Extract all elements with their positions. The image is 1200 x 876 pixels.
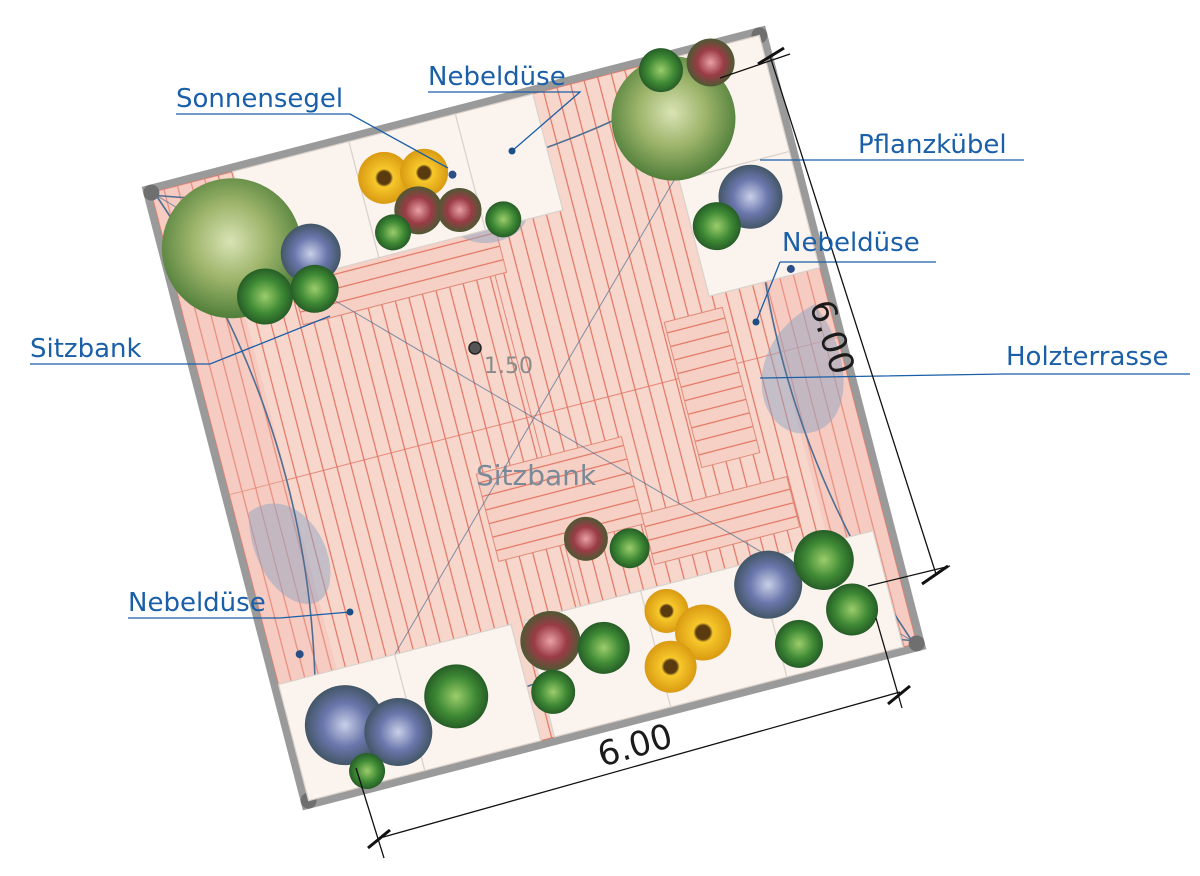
height-marker-icon — [468, 341, 482, 355]
bench-right — [663, 306, 761, 469]
label-sitzbank-left: Sitzbank — [30, 334, 142, 364]
leader-lines — [30, 91, 1190, 619]
dimension-lines — [355, 53, 951, 859]
label-sonnensegel: Sonnensegel — [176, 84, 344, 114]
label-sitzbank-center: Sitzbank — [476, 459, 597, 492]
label-pflanzkuebel: Pflanzkübel — [858, 130, 1007, 160]
plants — [161, 38, 879, 790]
label-nebelduese-top: Nebeldüse — [428, 62, 566, 92]
leader-dots — [346, 147, 760, 616]
label-nebelduese-bottom: Nebeldüse — [128, 588, 266, 618]
label-nebelduese-right: Nebeldüse — [782, 228, 920, 258]
label-holzterrasse: Holzterrasse — [1006, 342, 1169, 372]
bench-bottom — [640, 475, 801, 566]
dimension-ticks — [367, 46, 949, 850]
terrace-group — [141, 25, 927, 811]
label-height-marker: 1.50 — [484, 354, 533, 379]
mist-nozzles — [295, 170, 795, 659]
